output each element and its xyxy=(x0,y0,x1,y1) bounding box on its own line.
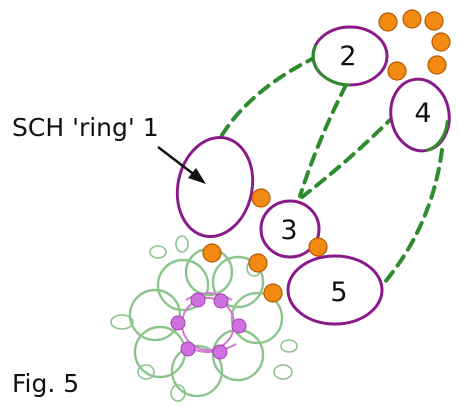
callout-label: SCH 'ring' 1 xyxy=(12,113,159,142)
chain-ring2-to-ring3-right xyxy=(300,113,397,199)
bead xyxy=(387,61,407,81)
bead xyxy=(378,12,398,32)
motif-beads xyxy=(170,292,247,360)
motif-bead xyxy=(212,344,228,360)
orange-beads xyxy=(202,9,451,303)
motif-bead xyxy=(180,341,196,357)
motif-bead xyxy=(231,318,247,334)
ring-number-2: 2 xyxy=(339,41,356,72)
bead xyxy=(431,32,451,52)
bead xyxy=(427,55,447,75)
bead xyxy=(202,243,222,263)
dashed-chains xyxy=(220,54,444,284)
ring-4-green-arc xyxy=(425,120,449,152)
ring-5 xyxy=(286,254,384,326)
rings xyxy=(175,25,451,326)
chain-ring4-to-ring5 xyxy=(383,148,444,284)
bead xyxy=(248,253,268,273)
motif-flower xyxy=(110,235,298,402)
ring-1 xyxy=(175,135,255,239)
bead xyxy=(308,237,328,257)
bead xyxy=(424,11,444,31)
ring-number-4: 4 xyxy=(414,98,431,129)
ring-number-3: 3 xyxy=(280,215,297,246)
motif-bead xyxy=(170,315,186,331)
bead xyxy=(402,9,422,29)
callout-arrow xyxy=(157,146,206,184)
bead xyxy=(251,188,271,208)
chain-ring2-to-ring3-left xyxy=(298,83,348,198)
chain-ring1-to-ring2 xyxy=(220,54,320,137)
ring-number-5: 5 xyxy=(330,277,347,308)
motif-bead xyxy=(190,292,206,308)
bead xyxy=(263,283,283,303)
motif-picots xyxy=(110,235,298,402)
ring-3 xyxy=(259,199,321,259)
ring-2-green-arc xyxy=(311,44,351,87)
figure-caption: Fig. 5 xyxy=(12,369,79,398)
motif-bead xyxy=(213,293,229,309)
